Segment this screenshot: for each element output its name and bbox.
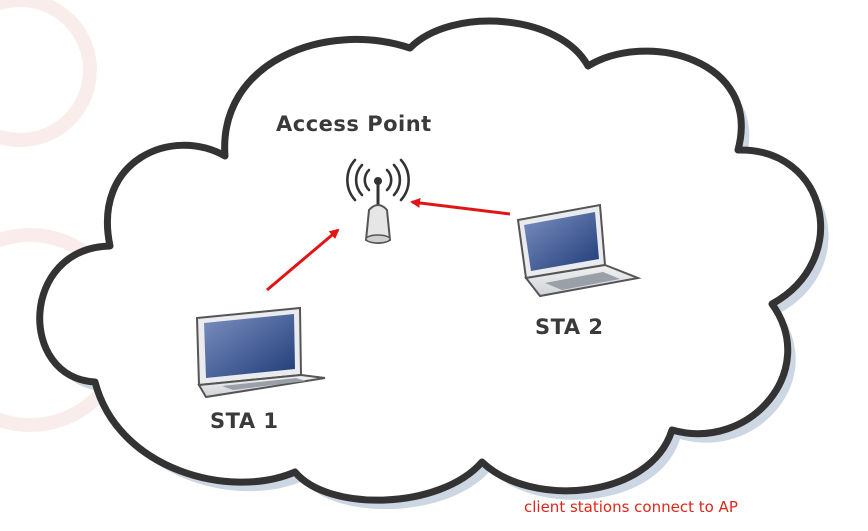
diagram-caption: client stations connect to AP xyxy=(524,498,738,516)
station-1-label: STA 1 xyxy=(210,409,279,433)
station-2-label: STA 2 xyxy=(535,315,604,339)
access-point-antenna-icon xyxy=(346,158,410,244)
laptop-icon xyxy=(516,203,642,298)
access-point-label: Access Point xyxy=(276,112,432,136)
cloud-shape xyxy=(36,17,824,504)
laptop-icon xyxy=(195,306,326,399)
arrow-sta1-to-ap xyxy=(266,228,340,292)
arrow-sta2-to-ap xyxy=(410,198,511,216)
